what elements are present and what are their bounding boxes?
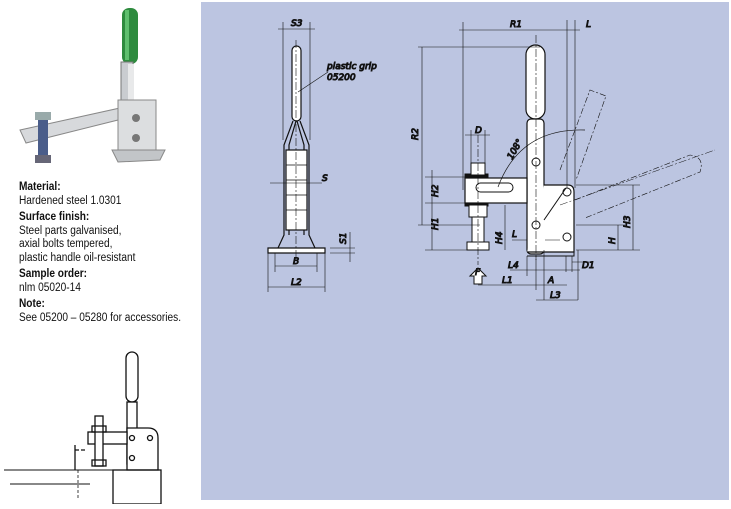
dim-r2: R2	[411, 128, 421, 140]
callout-part-number: 05200	[327, 73, 356, 83]
dim-r1: R1	[510, 20, 522, 30]
sample-heading: Sample order:	[19, 268, 88, 280]
dim-h1: H1	[431, 218, 441, 231]
dim-d1: D1	[582, 261, 595, 271]
dim-b: B	[293, 257, 299, 267]
specifications: Material: Hardened steel 1.0301 Surface …	[19, 181, 199, 325]
dim-h4: H4	[495, 231, 505, 244]
dim-s3: S3	[291, 19, 303, 29]
material-heading: Material:	[19, 181, 61, 193]
finish-line: Steel parts galvanised,	[19, 224, 122, 237]
dim-a: A	[547, 276, 554, 286]
mounting-illustration	[0, 340, 200, 505]
dim-h2: H2	[431, 184, 441, 197]
sample-value: nlm 05020-14	[19, 281, 81, 294]
finish-heading: Surface finish:	[19, 211, 90, 223]
force-f: F	[475, 268, 481, 278]
dim-l4: L4	[508, 261, 519, 271]
dim-s1: S1	[339, 233, 349, 244]
dim-h: H	[608, 237, 618, 244]
dim-s: S	[322, 174, 328, 184]
dim-l1: L1	[502, 276, 513, 286]
front-view	[418, 20, 716, 301]
note-value: See 05200 – 05280 for accessories.	[19, 311, 182, 324]
dim-h3: H3	[623, 215, 633, 228]
dim-l2: L2	[291, 278, 302, 288]
finish-line: axial bolts tempered,	[19, 238, 113, 250]
technical-drawing: S3 plastic grip 05200 S S1 B L2	[201, 2, 729, 500]
dim-d: D	[475, 126, 482, 136]
side-view	[267, 22, 355, 292]
finish-line: plastic handle oil-resistant	[19, 251, 136, 264]
dim-l-mid: L	[512, 230, 517, 240]
material-value: Hardened steel 1.0301	[19, 194, 122, 207]
note-heading: Note:	[19, 298, 45, 310]
product-photo	[0, 0, 200, 172]
dim-l-top: L	[586, 20, 591, 30]
dim-l3: L3	[550, 291, 561, 301]
callout-plastic-grip: plastic grip	[326, 62, 377, 72]
